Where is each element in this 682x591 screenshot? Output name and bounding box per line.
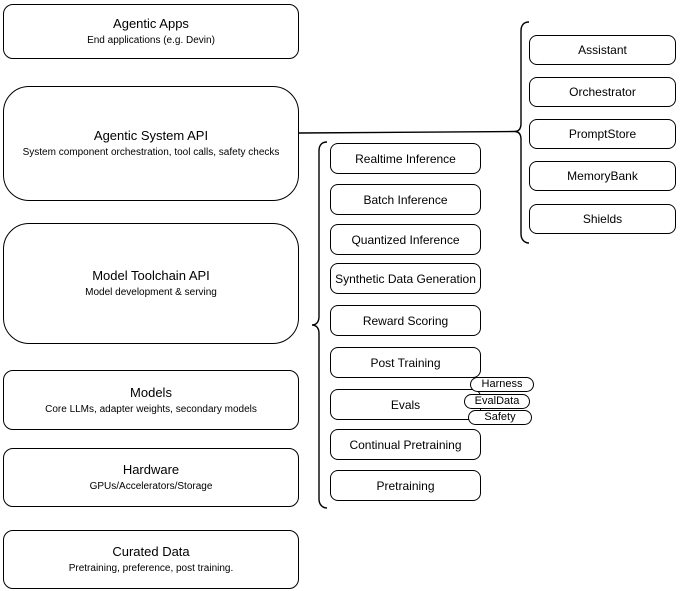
node-pretraining: Pretraining: [330, 470, 481, 501]
node-label: Quantized Inference: [351, 232, 460, 247]
node-model-toolchain-api: Model Toolchain API Model development & …: [3, 223, 299, 344]
node-label: Shields: [582, 212, 623, 226]
node-title: Agentic Apps: [113, 16, 189, 31]
node-batch-inference: Batch Inference: [330, 184, 481, 215]
brace-toolchain-components: [311, 141, 328, 509]
node-label: Continual Pretraining: [349, 437, 462, 452]
node-label: MemoryBank: [567, 169, 638, 183]
brace-system-components: [514, 21, 530, 244]
node-label: Reward Scoring: [362, 313, 449, 328]
node-reward-scoring: Reward Scoring: [330, 305, 481, 336]
node-memorybank: MemoryBank: [529, 161, 676, 191]
node-continual-pretraining: Continual Pretraining: [330, 429, 481, 460]
node-agentic-system-api: Agentic System API System component orch…: [3, 86, 299, 201]
node-label: Evals: [390, 397, 421, 412]
tag-evaldata: EvalData: [464, 394, 530, 409]
node-assistant: Assistant: [529, 35, 676, 65]
node-subtitle: Pretraining, preference, post training.: [68, 563, 234, 574]
node-post-training: Post Training: [330, 347, 481, 378]
node-subtitle: End applications (e.g. Devin): [87, 35, 215, 46]
node-promptstore: PromptStore: [529, 119, 676, 149]
node-curated-data: Curated Data Pretraining, preference, po…: [3, 530, 299, 589]
connector-line: [298, 130, 515, 134]
node-label: Pretraining: [376, 478, 435, 493]
node-label: Batch Inference: [363, 192, 448, 207]
node-title: Curated Data: [112, 544, 190, 559]
tag-label: Safety: [484, 411, 516, 423]
node-title: Model Toolchain API: [92, 268, 210, 283]
node-label: PromptStore: [568, 127, 637, 141]
tag-label: Harness: [481, 378, 523, 390]
node-title: Hardware: [122, 462, 180, 477]
node-hardware: Hardware GPUs/Accelerators/Storage: [3, 448, 299, 507]
node-realtime-inference: Realtime Inference: [330, 143, 481, 174]
node-label: Orchestrator: [569, 85, 636, 99]
node-quantized-inference: Quantized Inference: [330, 224, 481, 255]
node-label: Realtime Inference: [355, 151, 456, 166]
node-subtitle: Model development & serving: [85, 287, 217, 298]
node-subtitle: Core LLMs, adapter weights, secondary mo…: [45, 403, 257, 415]
node-synthetic-data-generation: Synthetic Data Generation: [330, 263, 481, 294]
node-title: Models: [130, 384, 172, 400]
node-label: Assistant: [578, 43, 627, 57]
node-shields: Shields: [529, 204, 676, 234]
node-orchestrator: Orchestrator: [529, 77, 676, 107]
tag-label: EvalData: [474, 395, 520, 407]
node-evals: Evals: [330, 389, 481, 420]
node-subtitle: GPUs/Accelerators/Storage: [89, 481, 213, 492]
tag-harness: Harness: [470, 377, 534, 392]
node-subtitle: System component orchestration, tool cal…: [22, 147, 280, 158]
node-models: Models Core LLMs, adapter weights, secon…: [3, 370, 299, 430]
node-title: Agentic System API: [93, 128, 209, 143]
node-label: Post Training: [370, 355, 441, 370]
node-agentic-apps: Agentic Apps End applications (e.g. Devi…: [3, 4, 299, 59]
tag-safety: Safety: [468, 410, 532, 425]
node-label: Synthetic Data Generation: [335, 271, 476, 286]
